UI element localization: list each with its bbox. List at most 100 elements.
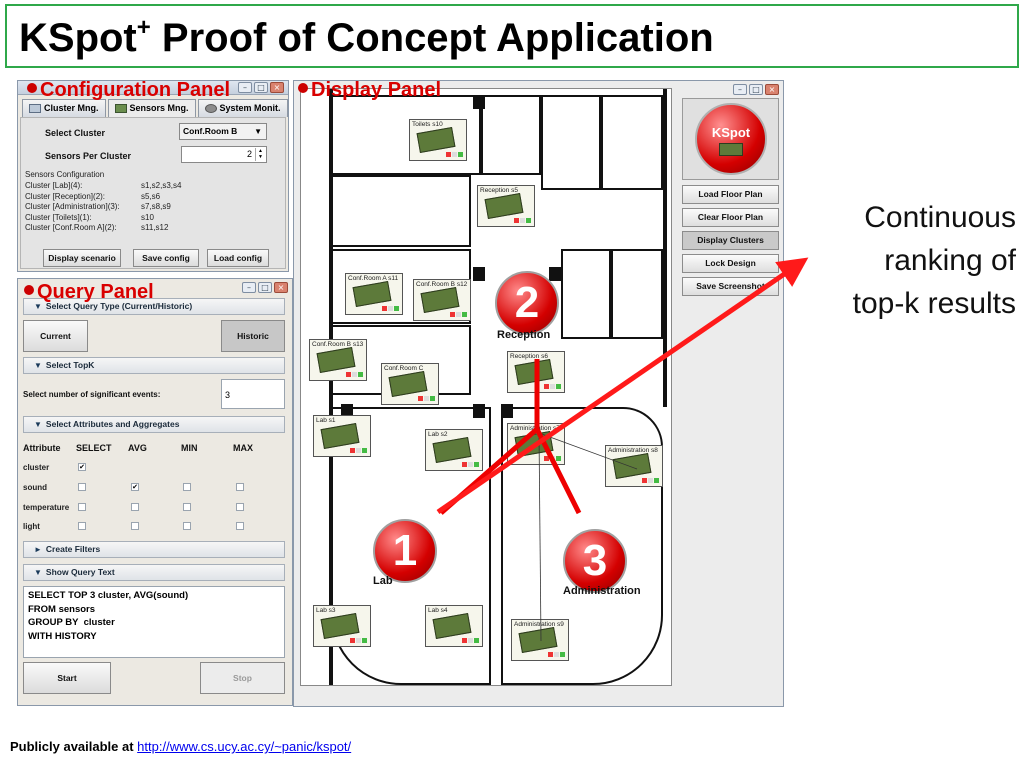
temperature-select-checkbox[interactable] — [78, 503, 86, 511]
sensors-per-cluster-stepper[interactable]: 2 ▲▼ — [181, 146, 267, 163]
corridor-room — [601, 95, 663, 190]
sound-min-checkbox[interactable] — [183, 483, 191, 491]
chevron-down-icon: ▼ — [254, 127, 262, 136]
rank-1-marker: 1 — [373, 519, 437, 583]
toilets-room — [331, 95, 481, 175]
display-window-titlebar[interactable]: – □ × — [294, 81, 783, 95]
sensor-node[interactable]: Toilets s10 — [409, 119, 467, 161]
sensor-node[interactable]: Conf.Room B s12 — [413, 279, 471, 321]
maximize-icon[interactable]: □ — [258, 282, 272, 293]
display-clusters-button[interactable]: Display Clusters — [682, 231, 779, 250]
start-button[interactable]: Start — [23, 662, 111, 694]
tab-sensors-mng[interactable]: Sensors Mng. — [107, 99, 196, 117]
list-item: Cluster [Lab](4):s1,s2,s3,s4 — [25, 181, 182, 190]
sensor-node[interactable]: Lab s3 — [313, 605, 371, 647]
light-select-checkbox[interactable] — [78, 522, 86, 530]
column — [501, 404, 513, 418]
cluster-icon — [29, 104, 41, 113]
record-dot-icon — [298, 83, 308, 93]
clear-floor-plan-button[interactable]: Clear Floor Plan — [682, 208, 779, 227]
section-query-type[interactable]: ▼Select Query Type (Current/Historic) — [23, 298, 285, 315]
sensor-icon — [114, 104, 127, 113]
attr-header-avg: AVG — [128, 443, 147, 453]
sound-avg-checkbox[interactable]: ✔ — [131, 483, 139, 491]
sensor-node[interactable]: Reception s5 — [477, 185, 535, 227]
temperature-min-checkbox[interactable] — [183, 503, 191, 511]
tab-system-monit[interactable]: System Monit. — [197, 99, 288, 117]
toilets-room — [481, 95, 541, 175]
topk-input[interactable]: 3 — [221, 379, 285, 409]
topk-label: Select number of significant events: — [23, 390, 161, 399]
slide-title: KSpot+ Proof of Concept Application — [19, 14, 714, 60]
close-icon[interactable]: × — [274, 282, 288, 293]
sensor-node[interactable]: Lab s1 — [313, 415, 371, 457]
record-dot-icon — [27, 83, 37, 93]
attr-sound-label: sound — [23, 483, 47, 492]
light-max-checkbox[interactable] — [236, 522, 244, 530]
triangle-down-icon: ▼ — [34, 361, 42, 370]
sound-select-checkbox[interactable] — [78, 483, 86, 491]
elevator-room — [611, 249, 663, 339]
triangle-right-icon: ► — [34, 545, 42, 554]
close-icon[interactable]: × — [765, 84, 779, 95]
load-config-button[interactable]: Load config — [207, 249, 269, 267]
wall — [663, 89, 667, 407]
temperature-avg-checkbox[interactable] — [131, 503, 139, 511]
load-floor-plan-button[interactable]: Load Floor Plan — [682, 185, 779, 204]
configuration-window-titlebar[interactable]: – □ × — [18, 81, 288, 95]
sensor-node[interactable]: Conf.Room B s13 — [309, 339, 367, 381]
floor-plan-canvas[interactable]: Toilets s10 Reception s5 Conf.Room A s11… — [300, 88, 672, 686]
sensor-node[interactable]: Lab s2 — [425, 429, 483, 471]
maximize-icon[interactable]: □ — [254, 82, 268, 93]
sensor-board-icon — [719, 143, 743, 156]
section-attributes[interactable]: ▼Select Attributes and Aggregates — [23, 416, 285, 433]
rank-3-marker: 3 — [563, 529, 627, 593]
cluster-list: Cluster [Lab](4):s1,s2,s3,s4 Cluster [Re… — [25, 181, 182, 234]
attr-header-min: MIN — [181, 443, 198, 453]
sensor-node[interactable]: Administration s8 — [605, 445, 663, 487]
query-text-area[interactable]: SELECT TOP 3 cluster, AVG(sound) FROM se… — [23, 586, 285, 658]
minimize-icon[interactable]: – — [242, 282, 256, 293]
minimize-icon[interactable]: – — [733, 84, 747, 95]
title-frame: KSpot+ Proof of Concept Application — [5, 4, 1019, 68]
temperature-max-checkbox[interactable] — [236, 503, 244, 511]
lock-design-button[interactable]: Lock Design — [682, 254, 779, 273]
attr-header-attribute: Attribute — [23, 443, 61, 453]
cluster-select-checkbox[interactable]: ✔ — [78, 463, 86, 471]
record-dot-icon — [24, 285, 34, 295]
minimize-icon[interactable]: – — [238, 82, 252, 93]
sensor-node[interactable]: Conf.Room C — [381, 363, 439, 405]
column — [473, 404, 485, 418]
save-config-button[interactable]: Save config — [133, 249, 199, 267]
sensor-node[interactable]: Administration s9 — [511, 619, 569, 661]
attr-cluster-label: cluster — [23, 463, 50, 472]
sensors-configuration-heading: Sensors Configuration — [25, 170, 105, 179]
select-cluster-dropdown[interactable]: Conf.Room B ▼ — [179, 123, 267, 140]
sensor-node[interactable]: Lab s4 — [425, 605, 483, 647]
historic-button[interactable]: Historic — [221, 320, 285, 352]
kspot-link[interactable]: http://www.cs.ucy.ac.cy/~panic/kspot/ — [137, 739, 352, 754]
lab-room — [331, 407, 491, 685]
column — [473, 95, 485, 109]
light-avg-checkbox[interactable] — [131, 522, 139, 530]
light-min-checkbox[interactable] — [183, 522, 191, 530]
attr-header-max: MAX — [233, 443, 253, 453]
tab-cluster-mng[interactable]: Cluster Mng. — [22, 99, 106, 117]
section-query-text[interactable]: ▼Show Query Text — [23, 564, 285, 581]
current-button[interactable]: Current — [23, 320, 88, 352]
sensor-node[interactable]: Conf.Room A s11 — [345, 273, 403, 315]
sound-max-checkbox[interactable] — [236, 483, 244, 491]
query-window-titlebar[interactable]: – □ × — [18, 279, 292, 293]
configuration-panel-label: Configuration Panel — [27, 80, 230, 100]
display-scenario-button[interactable]: Display scenario — [43, 249, 121, 267]
triangle-down-icon: ▼ — [34, 568, 42, 577]
close-icon[interactable]: × — [270, 82, 284, 93]
column — [473, 267, 485, 281]
section-topk[interactable]: ▼Select TopK — [23, 357, 285, 374]
stop-button[interactable]: Stop — [200, 662, 285, 694]
spinner-arrows-icon[interactable]: ▲▼ — [255, 148, 265, 161]
section-filters[interactable]: ►Create Filters — [23, 541, 285, 558]
list-item: Cluster [Toilets](1):s10 — [25, 212, 154, 222]
maximize-icon[interactable]: □ — [749, 84, 763, 95]
